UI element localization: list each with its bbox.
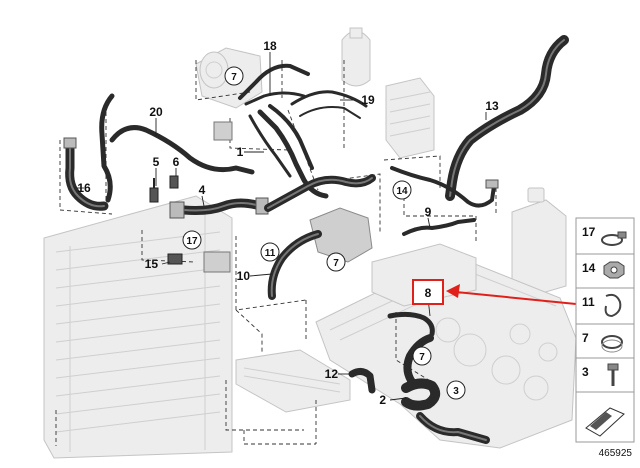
svg-text:17: 17 <box>186 236 198 247</box>
direction-arrow-icon <box>585 407 625 437</box>
part-label-20: 20 <box>149 105 163 119</box>
part-label-5: 5 <box>153 155 160 169</box>
svg-text:11: 11 <box>265 248 276 259</box>
svg-text:14: 14 <box>396 186 408 197</box>
clip-icon <box>604 293 622 318</box>
highlight-arrow-head <box>446 284 460 298</box>
hose-10 <box>267 230 322 300</box>
svg-text:7: 7 <box>419 352 425 363</box>
pipe-18 <box>238 63 310 106</box>
part-label-16: 16 <box>77 181 91 195</box>
highlight-box <box>412 279 444 305</box>
hose-9 <box>402 218 476 236</box>
hose-20 <box>99 93 255 203</box>
pipe-19 <box>290 90 368 119</box>
hose-clamp-icon <box>601 231 627 246</box>
hose-4 <box>169 197 269 219</box>
svg-text:3: 3 <box>453 386 459 397</box>
pipe-1 <box>248 104 329 199</box>
part-label-9: 9 <box>425 205 432 219</box>
assembly-lines <box>55 60 497 446</box>
valve-15 <box>167 251 231 273</box>
charge-air-cooler <box>385 77 435 159</box>
part-label-15: 15 <box>145 257 159 271</box>
callout-11: 11 <box>260 242 280 262</box>
part-label-18: 18 <box>263 39 277 53</box>
callout-14: 14 <box>392 180 412 200</box>
legend-label-7: 7 <box>582 331 589 345</box>
hose-12 <box>348 367 376 394</box>
legend-label-3: 3 <box>582 365 589 379</box>
expansion-tank-upper <box>341 27 371 87</box>
callout-7-low: 7 <box>412 346 432 366</box>
nut-icon <box>603 261 625 279</box>
legend-panel: 17 14 11 7 3 <box>575 217 635 443</box>
screw-icon <box>607 363 619 386</box>
callout-17: 17 <box>182 230 202 250</box>
intercooler-shroud <box>235 349 351 413</box>
svg-text:7: 7 <box>231 72 237 83</box>
spring-clamp-icon <box>601 335 623 353</box>
hose-8 <box>387 311 435 386</box>
callout-3: 3 <box>446 380 466 400</box>
callout-7-top: 7 <box>224 66 244 86</box>
leader-lines <box>74 52 487 401</box>
bracket-top <box>213 121 233 141</box>
radiator <box>43 195 233 459</box>
expansion-tank <box>511 187 567 297</box>
part-label-4: 4 <box>199 183 206 197</box>
hose-13 <box>445 35 569 201</box>
water-pump <box>309 207 373 263</box>
hose-16 <box>63 137 109 211</box>
hose-14 <box>390 166 499 208</box>
circled-callouts: 7 14 17 11 7 7 3 <box>182 66 466 400</box>
legend-label-11: 11 <box>582 295 595 309</box>
part-label-6: 6 <box>173 155 180 169</box>
highlight-callout: 8 <box>412 279 577 305</box>
hose-2 <box>401 378 490 444</box>
sensor-6 <box>169 175 179 189</box>
highlight-label: 8 <box>425 286 432 300</box>
part-label-13: 13 <box>485 99 499 113</box>
legend-label-14: 14 <box>582 261 596 275</box>
highlight-arrow-shaft <box>455 291 577 305</box>
callout-7-mid: 7 <box>326 252 346 272</box>
hose-upper-right <box>264 174 376 212</box>
part-label-10: 10 <box>237 269 251 283</box>
sensor-5 <box>149 178 159 203</box>
part-label-2: 2 <box>379 393 386 407</box>
legend-label-17: 17 <box>582 225 596 239</box>
part-label-1: 1 <box>237 145 244 159</box>
catalog-number: 465925 <box>599 448 633 459</box>
svg-text:7: 7 <box>333 258 339 269</box>
part-label-19: 19 <box>361 93 375 107</box>
part-label-12: 12 <box>325 367 339 381</box>
part-labels: 18 19 20 13 1 16 5 6 4 9 10 15 12 2 <box>77 39 499 407</box>
